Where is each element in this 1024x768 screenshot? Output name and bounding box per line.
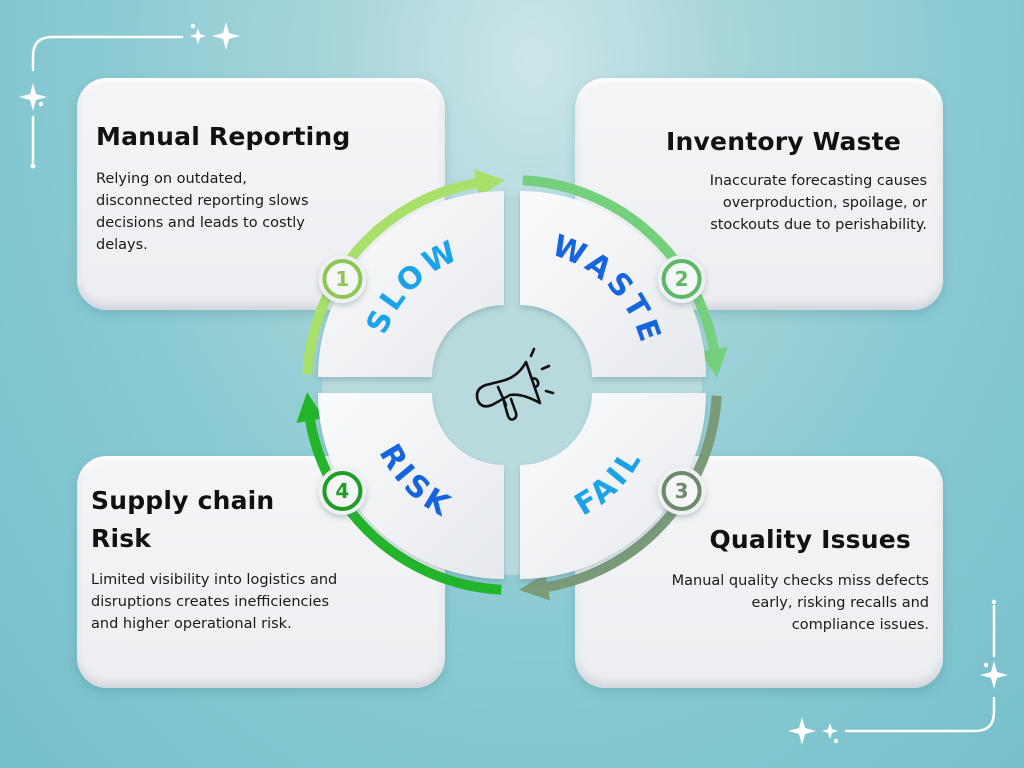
cycle-arc bbox=[522, 175, 720, 358]
step-badge-3: 3 bbox=[657, 466, 706, 515]
cycle-arc bbox=[302, 177, 485, 375]
card-description: Limited visibility into logistics and di… bbox=[91, 572, 338, 632]
wheel-segment-risk: RISK bbox=[318, 393, 504, 579]
top-left-ornament bbox=[31, 35, 184, 164]
cycle-arrows bbox=[296, 169, 728, 601]
card-title: Supply chain Risk bbox=[91, 486, 275, 553]
wheel-segment-waste: WASTE bbox=[520, 191, 706, 377]
sparkle-icon bbox=[190, 28, 206, 44]
card-description: Inaccurate forecasting causes overproduc… bbox=[709, 173, 927, 233]
cycle-arc bbox=[539, 395, 722, 593]
step-number: 3 bbox=[675, 479, 689, 503]
card-title: Manual Reporting bbox=[96, 122, 351, 151]
megaphone-icon bbox=[475, 347, 555, 421]
sparkle-icon bbox=[788, 717, 816, 745]
arrow-head-icon bbox=[473, 169, 505, 197]
step-badge-2: 2 bbox=[657, 255, 706, 304]
sparkle-icon bbox=[19, 83, 47, 111]
sparkle-icon bbox=[822, 723, 838, 739]
sparkle-icons bbox=[19, 22, 240, 169]
step-number: 4 bbox=[335, 479, 349, 503]
arrow-head-icon bbox=[519, 573, 551, 601]
arrow-head-icon bbox=[700, 346, 728, 378]
wheel-segment-slow: SLOW bbox=[318, 191, 504, 377]
sparkle-icon bbox=[980, 661, 1008, 689]
cycle-arc bbox=[304, 412, 502, 595]
card-description: Manual quality checks miss defects early… bbox=[671, 573, 929, 633]
bottom-right-ornament bbox=[844, 604, 996, 733]
card-description: Relying on outdated, disconnected report… bbox=[96, 171, 309, 253]
step-badges: 1 2 3 4 bbox=[318, 255, 706, 515]
wheel-segment-fail: FAIL bbox=[520, 393, 706, 579]
arrow-head-icon bbox=[296, 392, 324, 424]
step-badge-4: 4 bbox=[318, 466, 367, 515]
sparkle-icon bbox=[212, 22, 240, 50]
step-number: 1 bbox=[335, 267, 349, 291]
step-number: 2 bbox=[675, 267, 689, 291]
card-title: Inventory Waste bbox=[666, 127, 901, 156]
step-badge-1: 1 bbox=[318, 255, 367, 304]
wheel-center bbox=[442, 315, 582, 455]
card-title: Quality Issues bbox=[709, 525, 911, 554]
